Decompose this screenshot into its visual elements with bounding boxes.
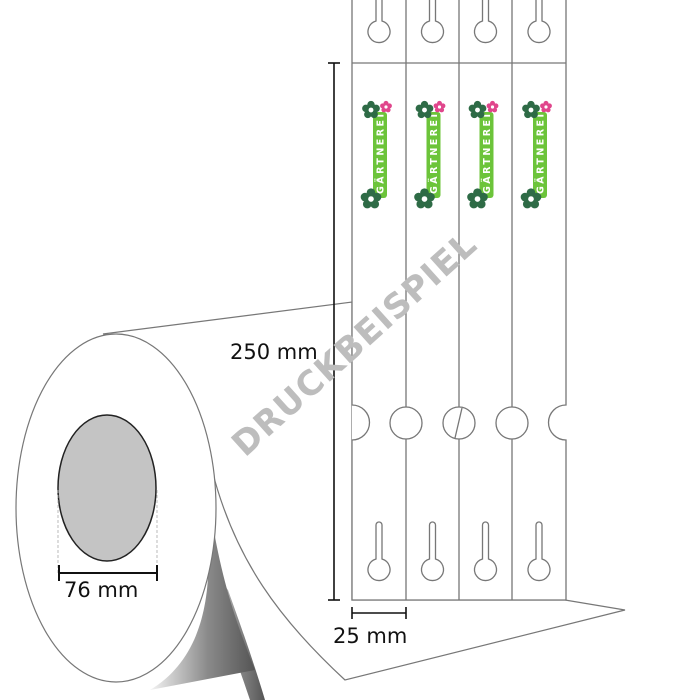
gaertnerei-logo: GÄRTNEREI: [360, 100, 392, 209]
hang-hole: [389, 406, 423, 440]
length-dimension-label: 250 mm: [230, 340, 318, 364]
flower-icon: [433, 100, 446, 113]
roll-shadow: [150, 520, 255, 690]
core-dimension-label: 76 mm: [64, 578, 138, 602]
gaertnerei-logo: GÄRTNEREI: [467, 100, 499, 209]
length-dimension: [328, 62, 340, 601]
keyhole-bottom: [420, 521, 445, 582]
keyhole-top: [473, 0, 498, 44]
flower-icon: [380, 100, 392, 113]
flower-icon: [486, 100, 499, 113]
keyhole-bottom: [473, 521, 498, 582]
flower-icon: [467, 188, 488, 209]
flower-icon: [362, 100, 380, 119]
logo-text: GÄRTNEREI: [482, 114, 493, 194]
keyhole-top: [367, 0, 391, 44]
logo-text: GÄRTNEREI: [376, 114, 387, 194]
gaertnerei-logo: GÄRTNEREI: [414, 100, 446, 209]
hang-hole: [442, 406, 476, 440]
flower-icon: [415, 100, 434, 119]
roll-core: [57, 414, 157, 562]
flower-icon: [540, 100, 552, 113]
flower-icon: [468, 100, 487, 119]
logo-text: GÄRTNEREI: [536, 114, 547, 194]
flower-icon: [522, 100, 540, 119]
keyhole-top: [420, 0, 445, 44]
label-strips: GÄRTNEREI GÄRTNEREI GÄRTNEREI GÄRTNEREI: [351, 0, 567, 601]
width-dimension-label: 25 mm: [333, 624, 407, 648]
hang-hole: [495, 406, 529, 440]
flower-icon: [414, 188, 435, 209]
flower-icon: [360, 188, 382, 209]
gaertnerei-logo: GÄRTNEREI: [520, 100, 552, 209]
keyhole-bottom: [527, 521, 551, 582]
core-dimension: [58, 565, 158, 581]
width-dimension: [351, 607, 407, 619]
flower-icon: [520, 188, 542, 209]
logo-text: GÄRTNEREI: [429, 114, 440, 194]
keyhole-top: [527, 0, 551, 44]
keyhole-bottom: [367, 521, 391, 582]
